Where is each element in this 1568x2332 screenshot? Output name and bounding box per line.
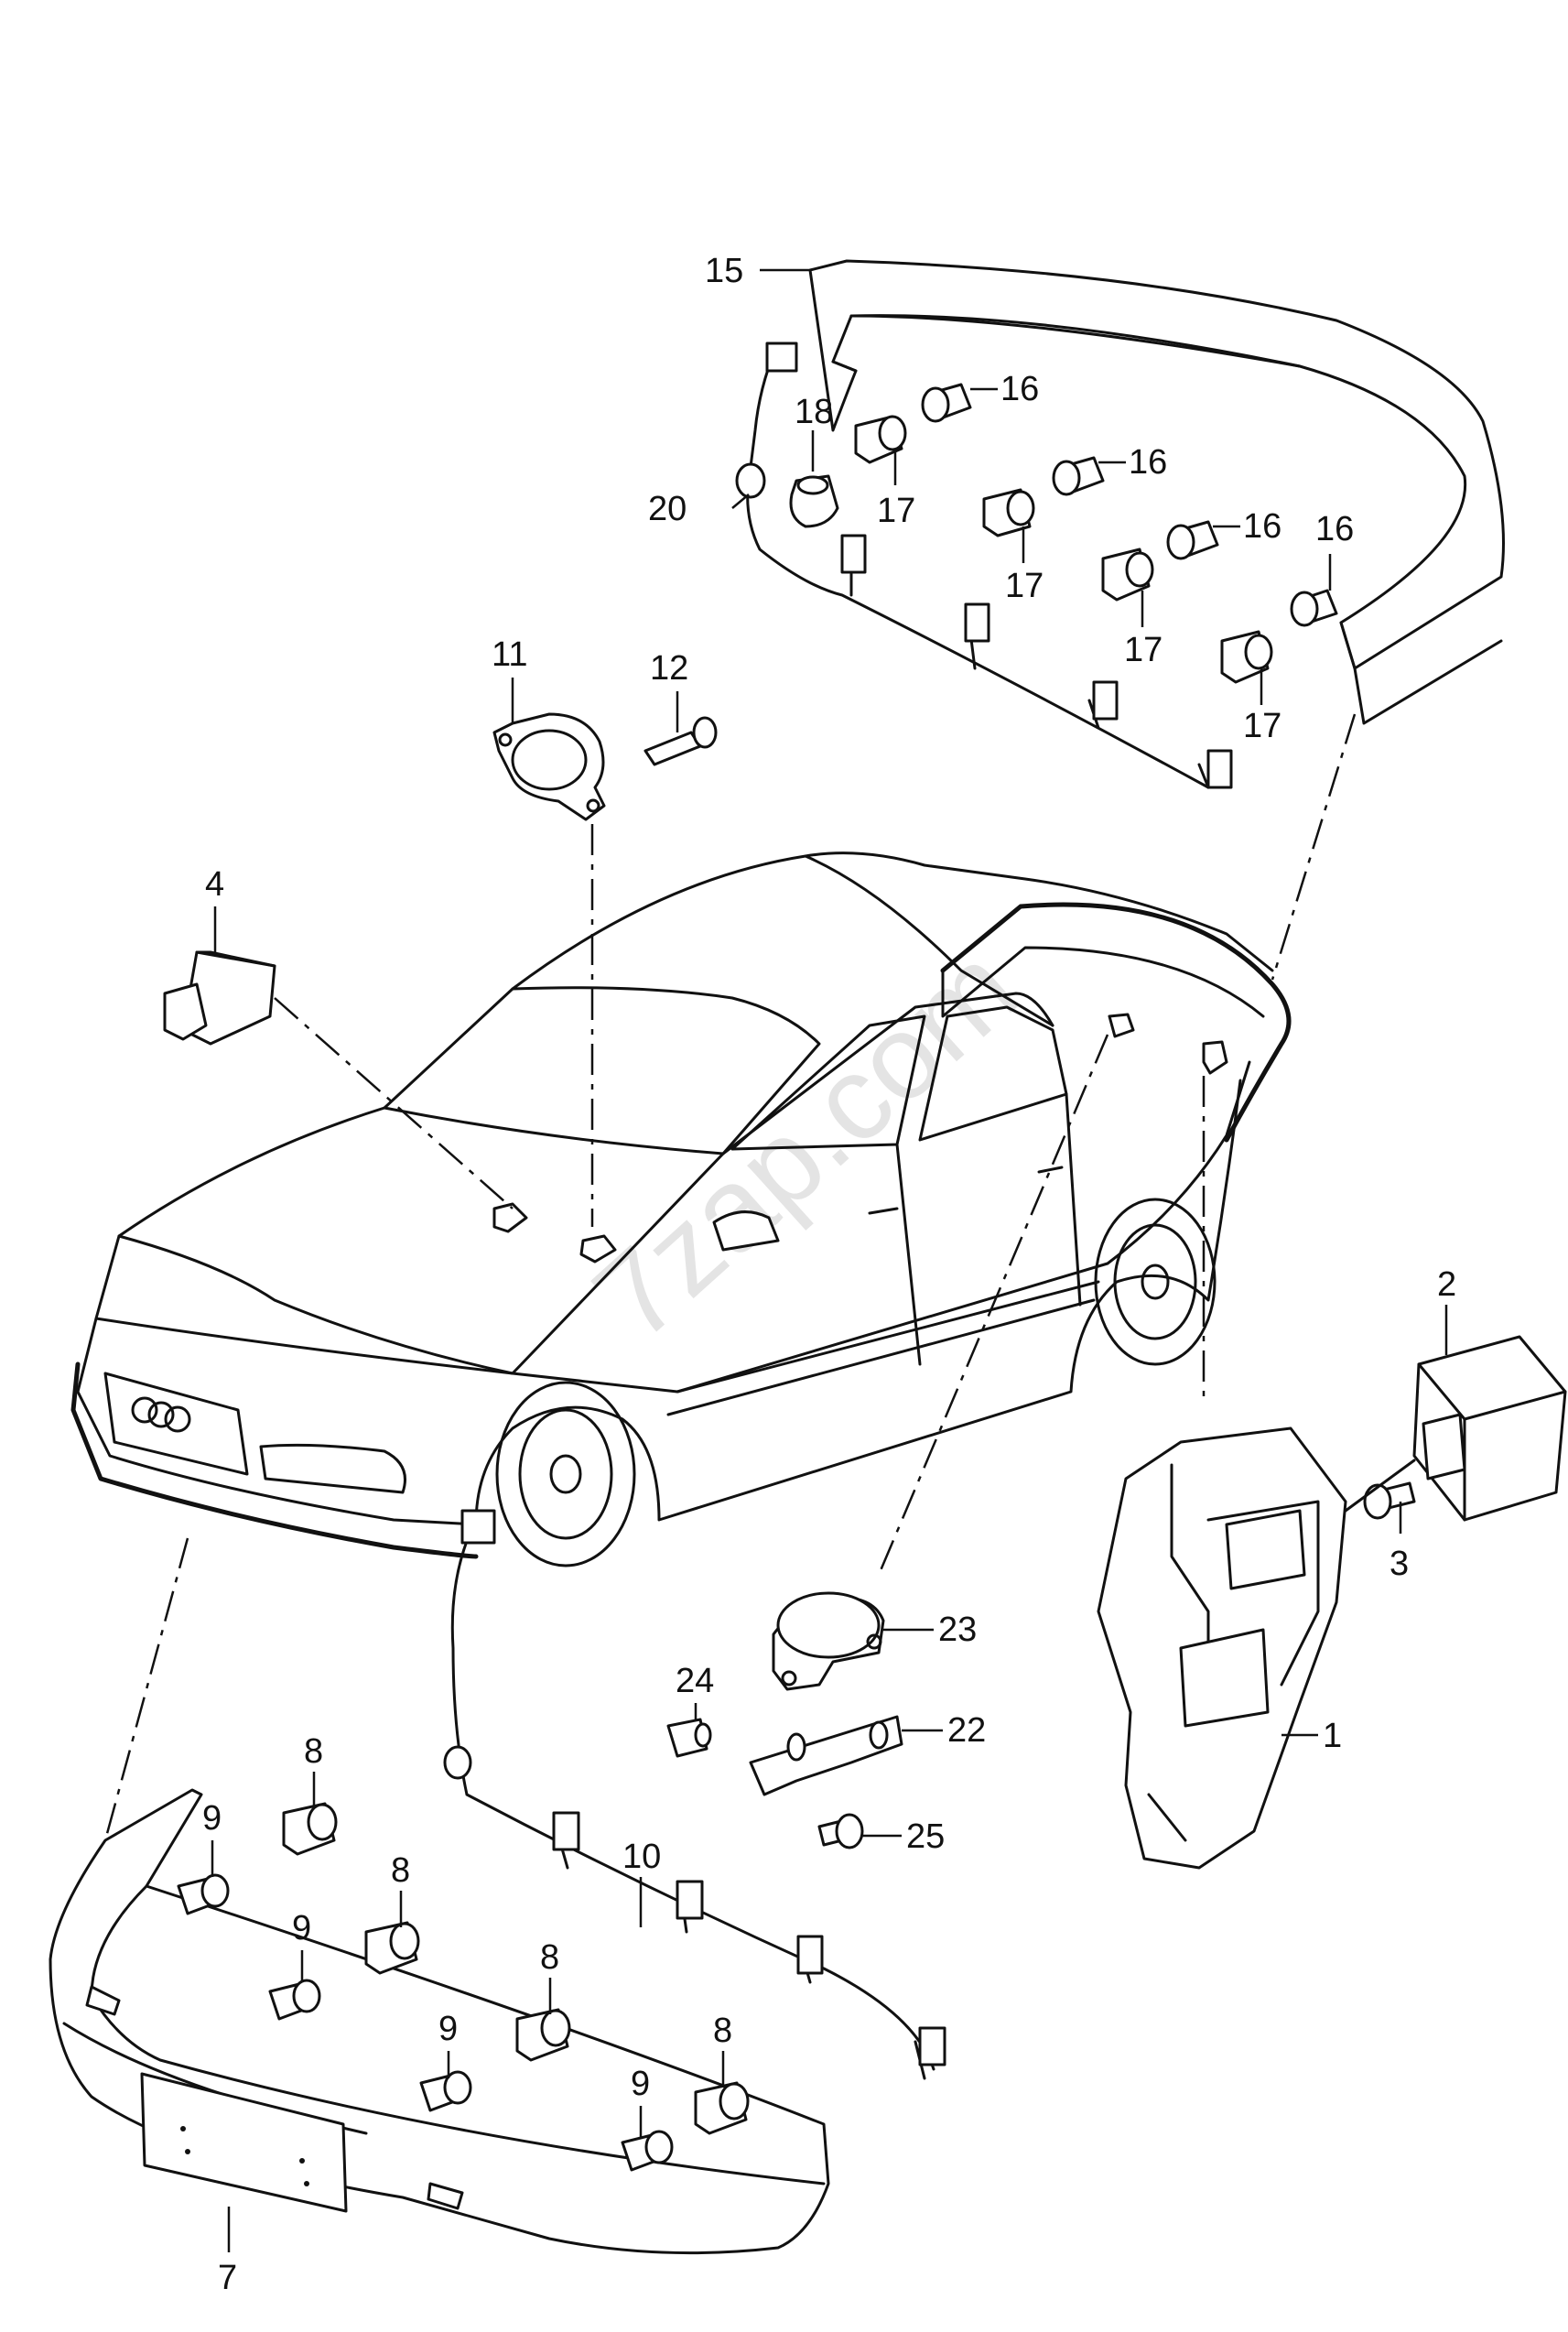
callout-20: 20: [648, 490, 687, 528]
holder-16c: [1166, 520, 1219, 560]
sensor-8b: [364, 1921, 420, 1975]
holder-9a: [177, 1873, 230, 1915]
callout-8: 8: [391, 1851, 410, 1890]
callout-16: 16: [1315, 510, 1354, 548]
callout-12: 12: [650, 649, 688, 688]
sensor-17d: [1220, 630, 1273, 684]
callout-17: 17: [1124, 631, 1162, 669]
callout-16: 16: [1000, 370, 1039, 408]
rear-park-sensors: [789, 383, 1338, 684]
holder-9b: [268, 1979, 321, 2021]
part-23-buzzer: [772, 1591, 885, 1691]
callout-17: 17: [1243, 707, 1281, 745]
callout-15: 15: [705, 252, 743, 290]
callout-9: 9: [202, 1799, 222, 1838]
callout-2: 2: [1437, 1265, 1456, 1304]
front-park-sensors: [177, 1802, 750, 2172]
callout-25: 25: [906, 1817, 945, 1856]
rear-bumper-cover: [808, 259, 1505, 725]
callout-17: 17: [877, 492, 915, 530]
sensor-17c: [1101, 548, 1154, 602]
car-body: [70, 851, 1292, 1567]
front-wiring-harness: [443, 1509, 946, 2080]
callout-9: 9: [292, 1909, 311, 1947]
sensor-8c: [515, 2008, 571, 2062]
callout-23: 23: [938, 1611, 977, 1649]
callout-8: 8: [304, 1732, 323, 1771]
part-24-nut: [666, 1718, 712, 1758]
holder-9d: [621, 2130, 674, 2172]
callout-17: 17: [1005, 567, 1044, 605]
sensor-17b: [982, 488, 1035, 537]
callout-7: 7: [218, 2259, 237, 2297]
part-1-bracket: [1097, 1426, 1347, 1870]
holder-16d: [1290, 589, 1338, 627]
clip-18: [789, 474, 839, 528]
sensor-17a: [854, 415, 907, 464]
watermark: 7zap.com: [568, 920, 1042, 1365]
callout-18: 18: [795, 393, 833, 431]
callout-1: 1: [1323, 1717, 1342, 1755]
callout-22: 22: [947, 1711, 986, 1750]
callout-4: 4: [205, 865, 224, 904]
callout-8: 8: [713, 2012, 732, 2050]
holder-16a: [921, 383, 972, 423]
callout-9: 9: [438, 2010, 458, 2048]
part-2-control-unit: [1412, 1335, 1567, 1522]
callout-16: 16: [1243, 507, 1281, 546]
part-11-buzzer: [492, 712, 606, 821]
callout-9: 9: [631, 2065, 650, 2103]
callout-10: 10: [622, 1838, 661, 1876]
sensor-8d: [694, 2081, 750, 2135]
callout-16: 16: [1129, 443, 1167, 482]
part-12-screw: [643, 716, 718, 766]
assembly-lines: [103, 713, 1416, 1841]
holder-16b: [1052, 456, 1105, 496]
callout-8: 8: [540, 1938, 559, 1977]
callout-3: 3: [1390, 1545, 1409, 1583]
part-3-screw: [1363, 1481, 1416, 1520]
callout-11: 11: [492, 635, 527, 674]
rear-wiring-harness: [735, 342, 1233, 789]
holder-9c: [419, 2070, 472, 2112]
leader-lines: [211, 268, 1448, 2252]
part-22-bracket: [749, 1715, 903, 1796]
part-25-bolt: [817, 1813, 864, 1849]
callout-labels: 15 16 16 16 16 17 17 17 17 18 20 11 12 4…: [202, 252, 1456, 2297]
sensor-8a: [282, 1802, 338, 1856]
part-4-switch: [163, 950, 276, 1046]
callout-24: 24: [676, 1662, 714, 1700]
